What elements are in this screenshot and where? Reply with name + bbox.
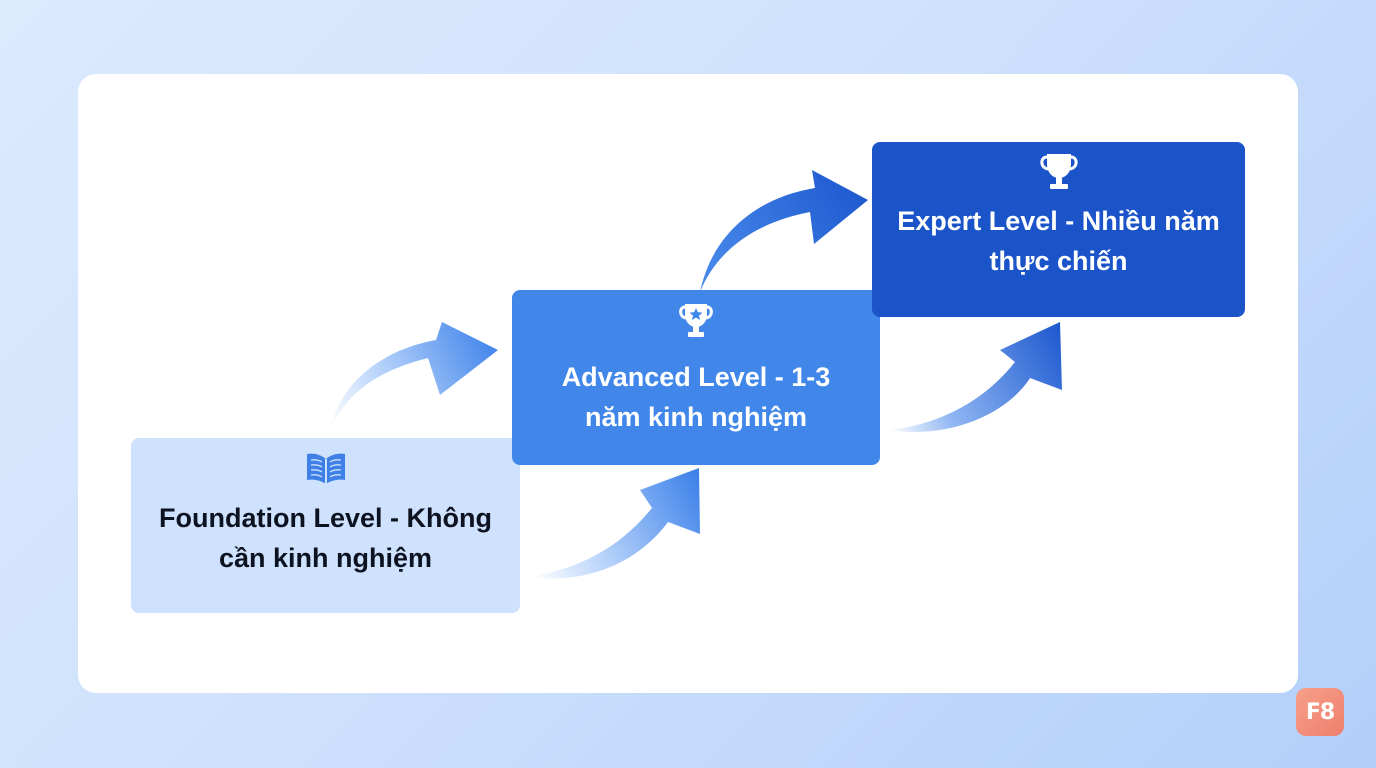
foundation-level-box: Foundation Level - Không cần kinh nghiệm (131, 438, 520, 613)
expert-level-box: Expert Level - Nhiều năm thực chiến (872, 142, 1245, 317)
f8-logo-badge: F8 (1296, 688, 1344, 736)
advanced-level-label: Advanced Level - 1-3 năm kinh nghiệm (561, 362, 831, 432)
expert-level-label: Expert Level - Nhiều năm thực chiến (897, 206, 1220, 276)
book-icon (304, 451, 348, 492)
arrow-foundation-to-advanced-lower (528, 468, 700, 579)
arrow-advanced-to-expert (700, 170, 868, 292)
trophy-icon (1037, 150, 1081, 197)
trophy-star-icon (676, 300, 716, 345)
foundation-level-label: Foundation Level - Không cần kinh nghiệm (159, 503, 492, 573)
arrow-foundation-to-advanced-upper (330, 322, 498, 432)
arrow-advanced-to-expert-lower (888, 322, 1062, 432)
advanced-level-box: Advanced Level - 1-3 năm kinh nghiệm (512, 290, 880, 465)
